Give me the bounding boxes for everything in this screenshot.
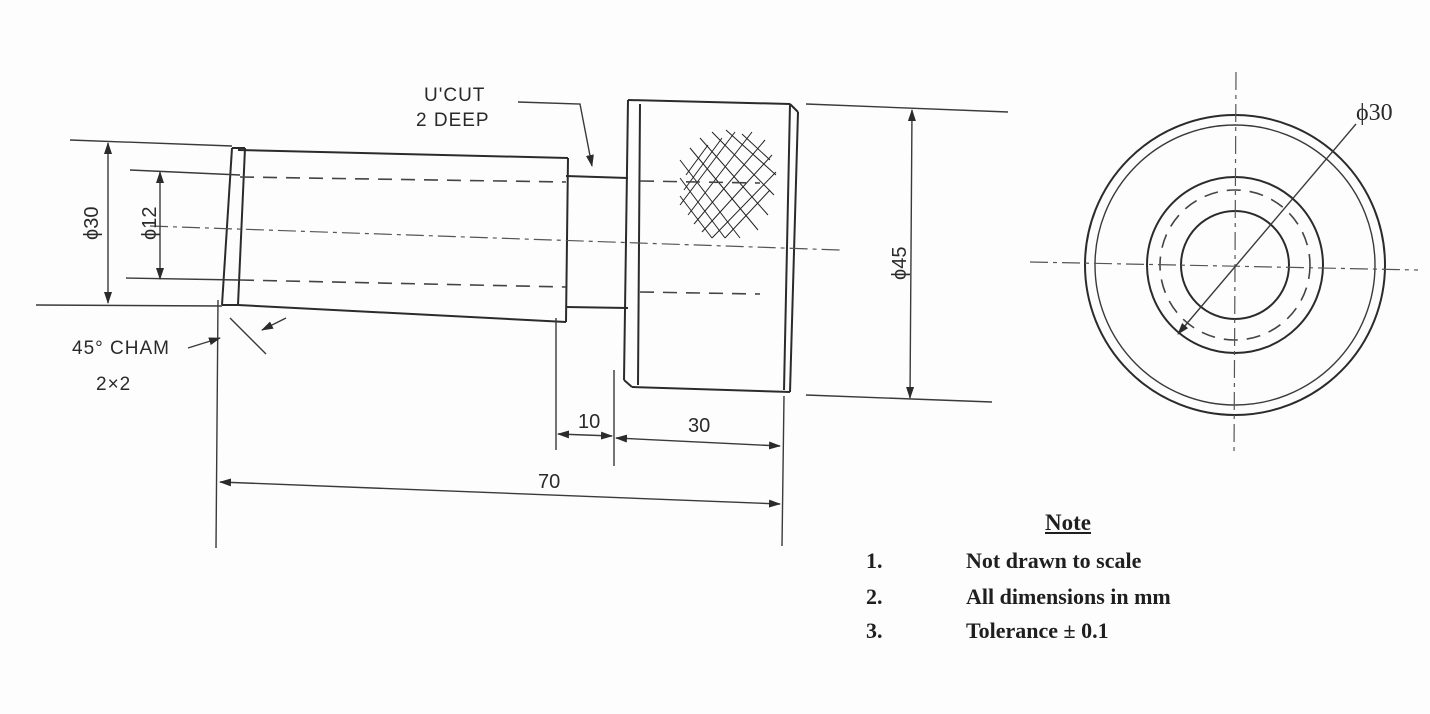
hidden-bore <box>239 176 761 295</box>
knurled-head <box>623 99 799 393</box>
end-view-h-centre <box>1029 261 1419 271</box>
ucut-label-line2: 2 DEEP <box>416 110 490 131</box>
note-title: Note <box>1045 510 1091 535</box>
end-view-dia-leader <box>1177 123 1357 335</box>
end-view: ϕ30 <box>1029 71 1419 457</box>
knurl-pattern <box>679 129 777 239</box>
end-view-outer-circle <box>1084 114 1386 416</box>
chamfer-label-line2: 2×2 <box>96 374 131 395</box>
dimension-lines <box>104 101 916 508</box>
ucut-label-line1: U'CUT <box>424 85 485 106</box>
note-number: 2. <box>866 584 883 609</box>
note-number: 1. <box>866 548 883 573</box>
dim-dia-shaft: ϕ30 <box>81 207 103 240</box>
dim-dia-end-view: ϕ30 <box>1356 100 1393 126</box>
note-text: Tolerance ± 0.1 <box>966 618 1109 643</box>
front-view: ϕ30 ϕ12 ϕ45 10 30 70 U'CUT 2 DEEP 45° CH… <box>35 85 1009 549</box>
dim-len-head: 30 <box>688 415 710 437</box>
ucut-neck <box>565 175 629 309</box>
shaft-body <box>221 147 569 323</box>
centre-line <box>149 225 841 251</box>
note-text: All dimensions in mm <box>966 584 1171 609</box>
dim-dia-bore: ϕ12 <box>139 207 161 240</box>
dim-dia-head: ϕ45 <box>889 247 911 280</box>
end-view-v-centre <box>1233 71 1237 457</box>
extension-lines <box>35 103 1009 549</box>
chamfer-label-line1: 45° CHAM <box>72 338 170 359</box>
note-number: 3. <box>866 618 883 643</box>
note-text: Not drawn to scale <box>966 548 1142 573</box>
dim-len-ucut: 10 <box>578 411 600 433</box>
end-view-chamfer-circle <box>1094 124 1376 406</box>
dim-len-total: 70 <box>538 471 560 493</box>
